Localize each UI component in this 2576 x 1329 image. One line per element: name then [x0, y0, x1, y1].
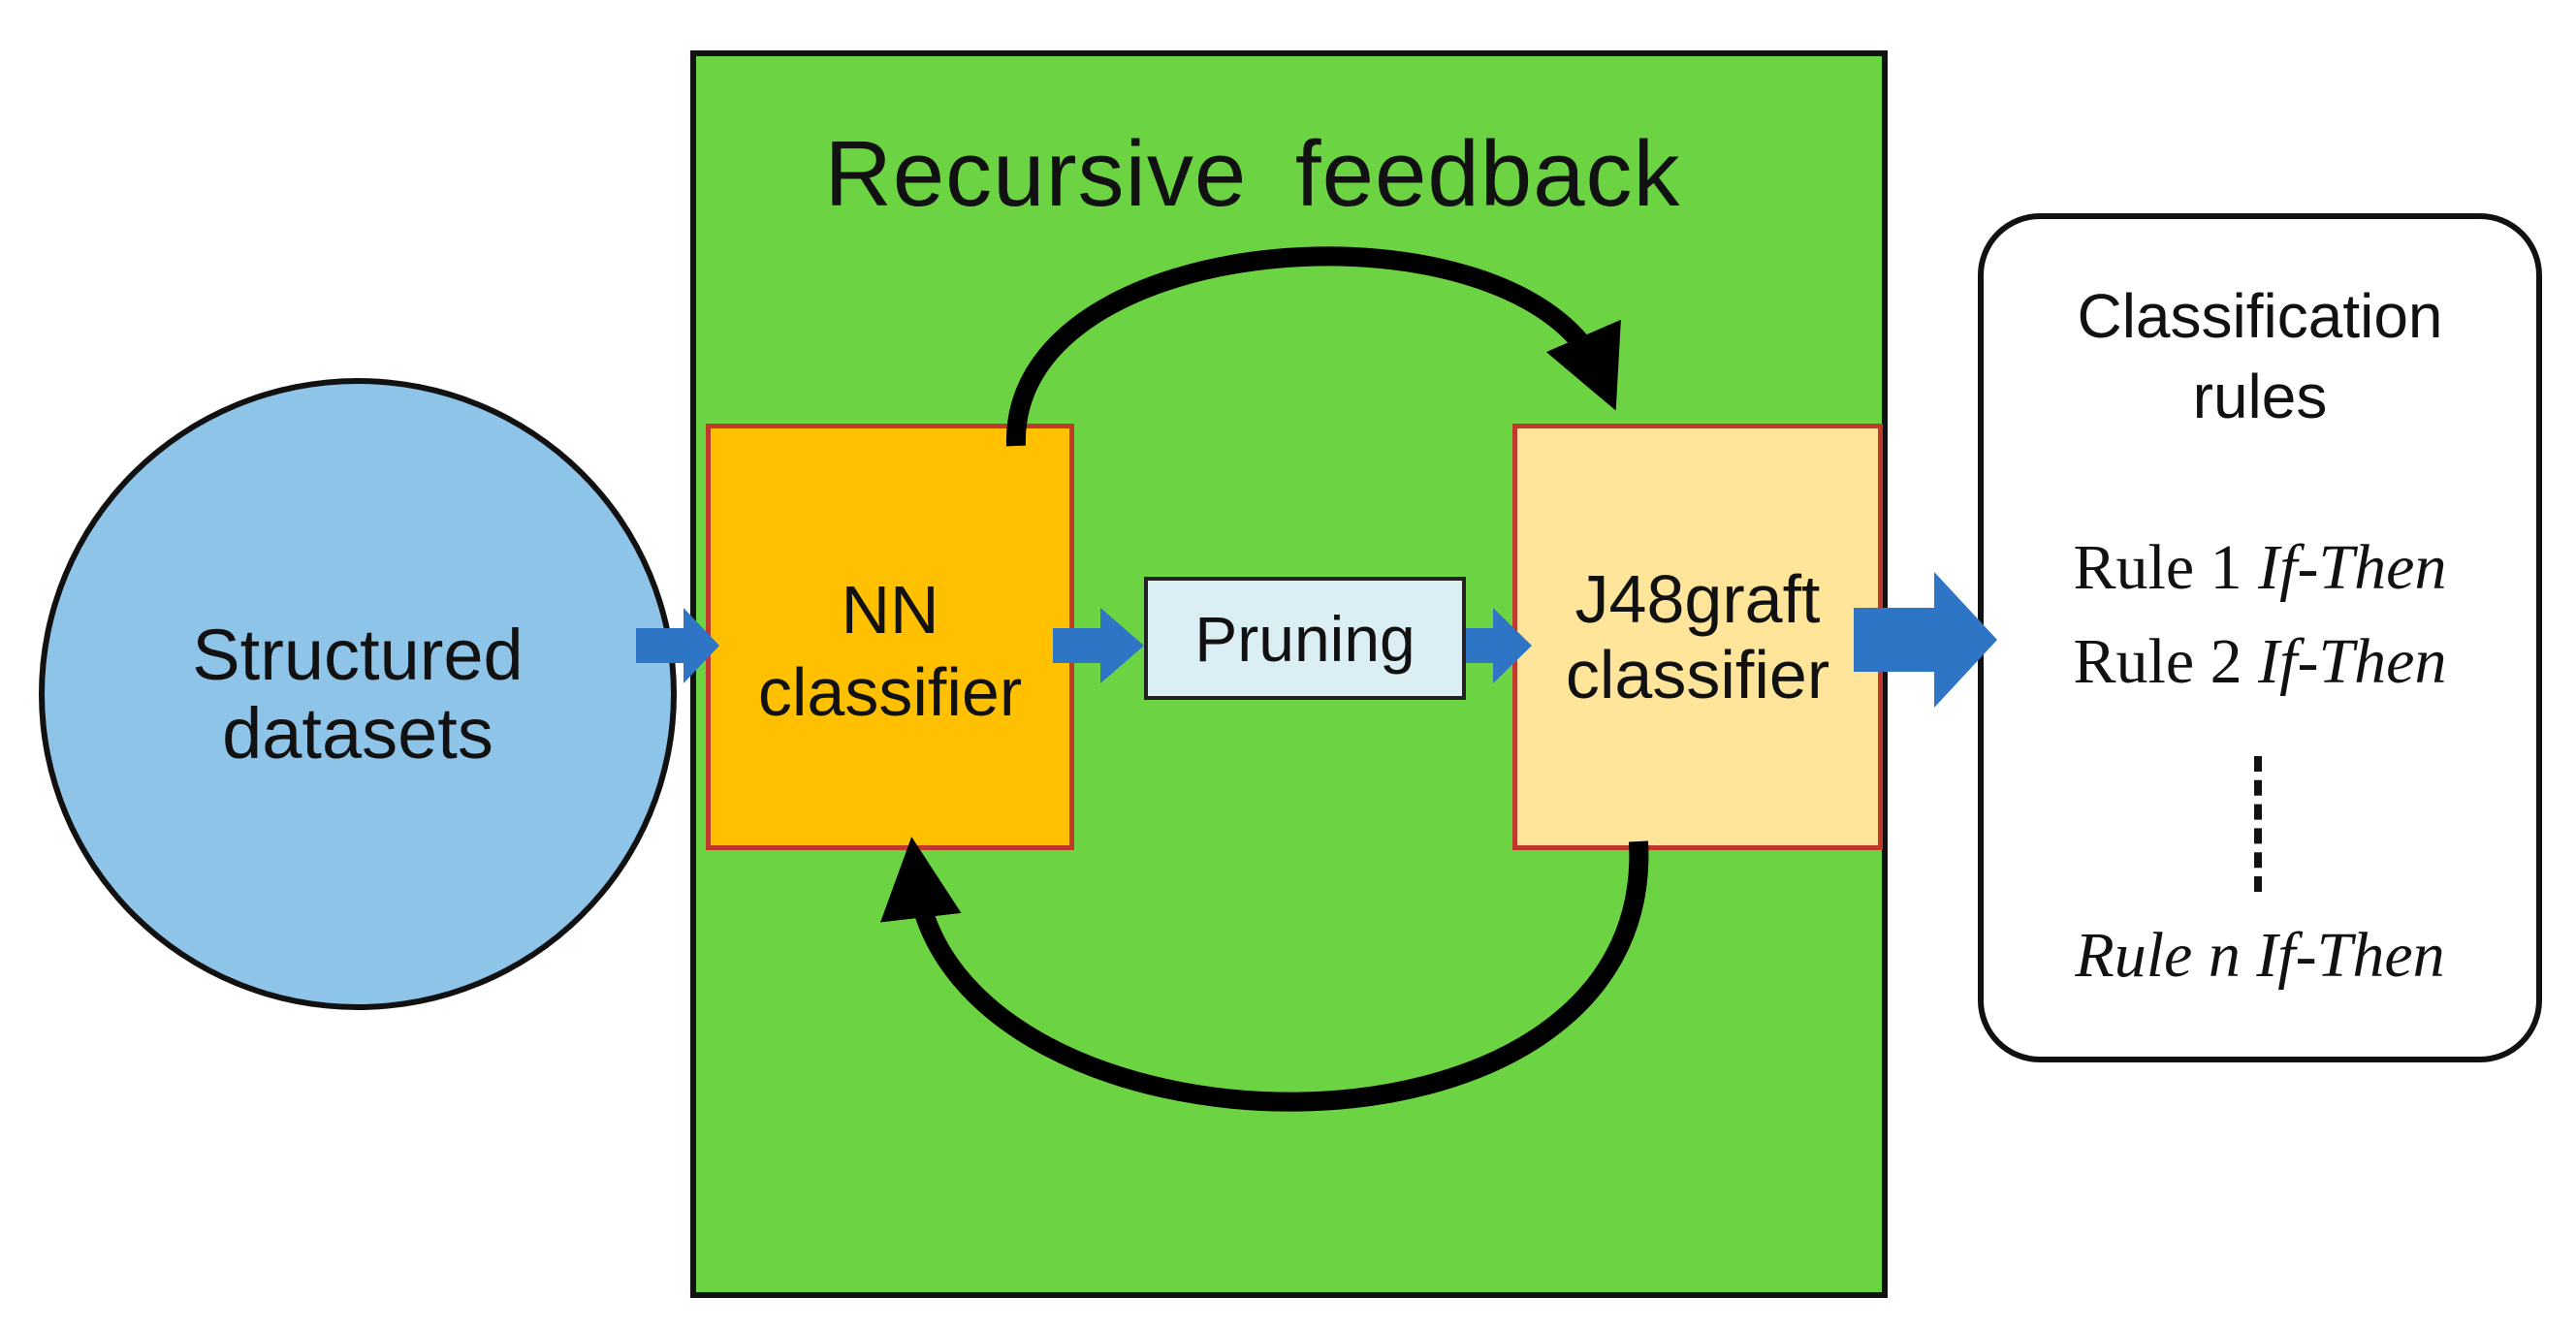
rules-heading-line1: Classification — [2077, 281, 2443, 351]
j48graft-label-line2: classifier — [1565, 637, 1830, 712]
panel-title: Recursive feedback — [824, 122, 1681, 226]
nn-classifier-label-line2: classifier — [757, 654, 1023, 730]
structured-datasets-node: Structured datasets — [39, 378, 677, 1010]
rules-heading-line2: rules — [2192, 362, 2328, 432]
rule-last-suffix: If-Then — [2256, 920, 2445, 991]
pruning-label: Pruning — [1194, 602, 1415, 675]
classification-rules-node — [1978, 213, 2542, 1062]
structured-datasets-label-line2: datasets — [222, 693, 493, 774]
nn-classifier-label-line1: NN — [841, 571, 939, 648]
rules-ellipsis-dashes — [2254, 756, 2262, 892]
nn-classifier-node: NN classifier — [706, 424, 1074, 850]
rule-item: Rule 2 If-Then — [1978, 625, 2542, 699]
j48graft-classifier-node: J48graft classifier — [1512, 424, 1883, 850]
rule-suffix: If-Then — [2258, 626, 2447, 697]
rule-suffix: If-Then — [2258, 532, 2447, 603]
j48graft-label-line1: J48graft — [1574, 560, 1821, 637]
rule-prefix: Rule 2 — [2073, 626, 2259, 697]
rule-last-prefix: Rule n — [2075, 920, 2257, 991]
classification-rules-heading: Classification rules — [1978, 276, 2542, 437]
structured-datasets-label-line1: Structured — [192, 614, 524, 695]
rule-item: Rule 1 If-Then — [1978, 531, 2542, 605]
rule-item-last: Rule n If-Then — [1978, 919, 2542, 993]
pruning-node: Pruning — [1144, 577, 1466, 700]
rule-prefix: Rule 1 — [2073, 532, 2259, 603]
